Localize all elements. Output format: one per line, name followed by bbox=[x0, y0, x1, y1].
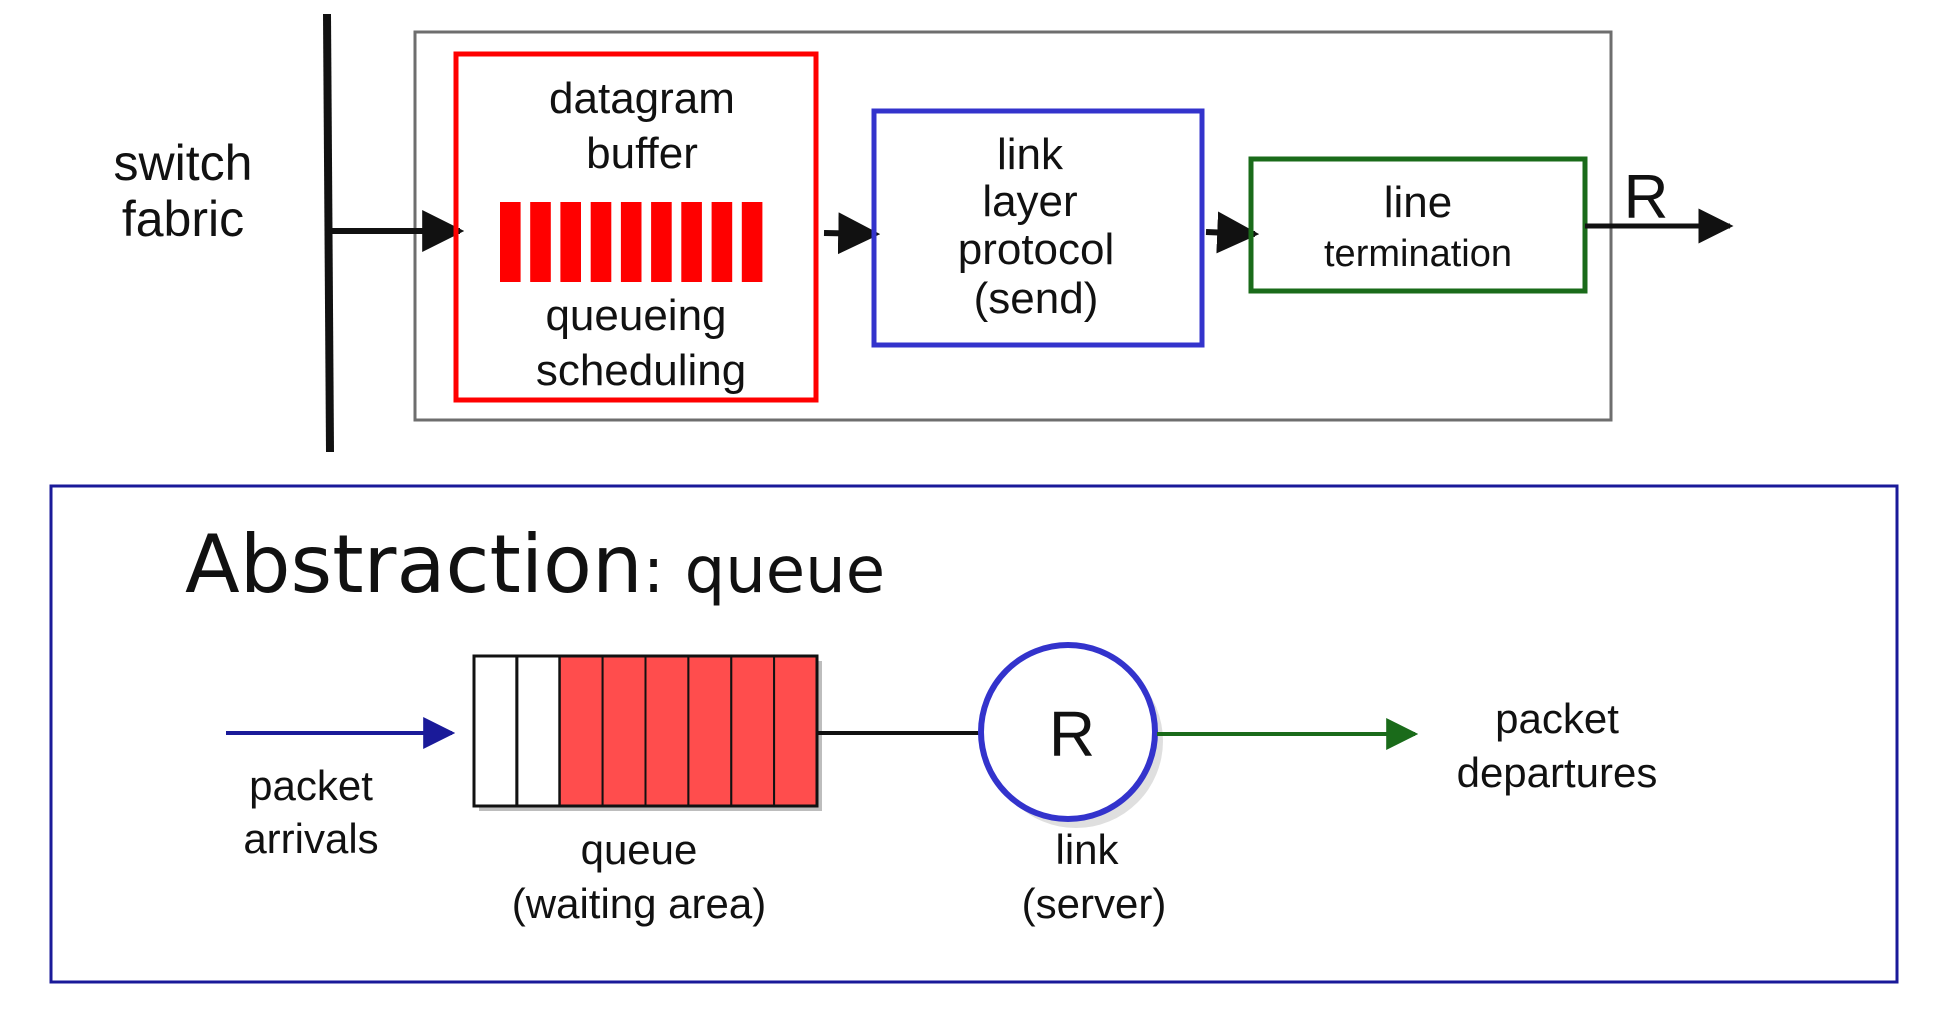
buffer-title-line2: buffer bbox=[586, 129, 698, 178]
arrivals-label-line2: arrivals bbox=[243, 815, 378, 862]
queue-outline bbox=[472, 654, 819, 808]
abstraction-panel: Abstraction: queue packet arrivals queue… bbox=[49, 484, 1899, 984]
buffer-title-line1: datagram bbox=[549, 74, 735, 123]
buffer-bottom-line2: scheduling bbox=[536, 346, 746, 395]
link-layer-line1: link bbox=[997, 130, 1064, 179]
queue-slot-filled bbox=[644, 655, 690, 807]
queue-label-line2: (waiting area) bbox=[512, 880, 766, 927]
buffer-slot bbox=[620, 202, 642, 282]
buffer-slot bbox=[651, 202, 672, 282]
rate-label: R bbox=[1624, 163, 1669, 232]
queue-slot-empty bbox=[515, 654, 562, 808]
datagram-buffer-box: datagram buffer queueing scheduling bbox=[453, 51, 819, 403]
link-layer-line3: protocol bbox=[958, 225, 1115, 274]
queue-slot-filled bbox=[730, 655, 776, 807]
line-termination-box: line termination bbox=[1248, 156, 1588, 294]
buffer-slot bbox=[560, 202, 581, 282]
switch-fabric-bar bbox=[323, 13, 334, 453]
buffer-to-link-arrow bbox=[823, 212, 881, 255]
server-label-line1: link bbox=[1055, 826, 1119, 873]
server-label-line2: (server) bbox=[1022, 880, 1167, 927]
link-layer-protocol-box: link layer protocol (send) bbox=[871, 108, 1205, 348]
queue bbox=[472, 654, 822, 811]
queue-slot-filled bbox=[601, 655, 647, 807]
departures-label-line1: packet bbox=[1495, 695, 1619, 742]
buffer-slot bbox=[500, 202, 521, 282]
buffer-slot bbox=[681, 202, 702, 282]
switch-fabric-label-line2: fabric bbox=[122, 191, 244, 247]
line-termination-line1: line bbox=[1384, 178, 1453, 227]
buffer-bottom-line1: queueing bbox=[545, 291, 726, 340]
switch-fabric-label-line1: switch bbox=[114, 135, 253, 191]
server-symbol: R bbox=[1049, 698, 1095, 770]
link-layer-line4: (send) bbox=[974, 274, 1099, 323]
departures-label-line2: departures bbox=[1457, 749, 1658, 796]
queue-label-line1: queue bbox=[581, 826, 698, 873]
link-to-termination-arrow bbox=[1205, 211, 1260, 254]
queue-slots bbox=[472, 654, 819, 808]
buffer-slot bbox=[741, 202, 763, 282]
output-port: switch fabric datagram buffer queueing s… bbox=[114, 13, 1734, 453]
buffer-slots bbox=[500, 202, 763, 282]
arrivals-label-line1: packet bbox=[249, 762, 373, 809]
server-node: R bbox=[978, 642, 1163, 828]
queue-slot-filled bbox=[687, 655, 733, 807]
abstraction-frame bbox=[49, 484, 1899, 984]
buffer-slot bbox=[590, 202, 612, 282]
line-termination-line2: termination bbox=[1324, 233, 1512, 275]
queue-slot-filled bbox=[773, 655, 818, 807]
buffer-slot bbox=[711, 202, 733, 282]
abstraction-title: Abstraction: queue bbox=[185, 518, 885, 611]
queue-slot-empty bbox=[472, 654, 519, 808]
link-layer-line2: layer bbox=[982, 177, 1077, 226]
buffer-slot bbox=[530, 202, 551, 282]
queue-slot-filled bbox=[558, 655, 604, 807]
